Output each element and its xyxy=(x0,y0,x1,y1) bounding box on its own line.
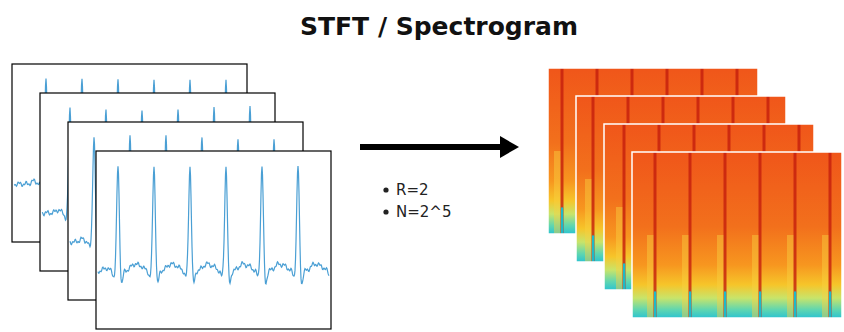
arrow-head xyxy=(500,136,519,158)
bullets xyxy=(383,187,388,214)
spectrogram-band xyxy=(689,152,692,318)
spectrogram-band xyxy=(616,207,623,290)
spectrogram-band xyxy=(682,235,689,318)
spectrogram-edge xyxy=(632,152,842,318)
spectrogram-stripes xyxy=(647,152,832,318)
spectrogram-band xyxy=(724,291,726,318)
spectrogram-band xyxy=(554,151,561,234)
spectrogram-band xyxy=(654,291,656,318)
spectrogram-band xyxy=(592,235,594,262)
spectrogram-band xyxy=(592,96,595,262)
spectrogram-band xyxy=(717,235,724,318)
spectrogram-band xyxy=(829,152,832,318)
arrow-shaft xyxy=(360,144,502,150)
spectrogram-band xyxy=(759,291,761,318)
spectrogram-band xyxy=(647,235,654,318)
parameter-label: N=2^5 xyxy=(396,203,451,221)
bullet-dot xyxy=(383,187,388,192)
spectrogram-band xyxy=(829,291,831,318)
spectrogram-image xyxy=(632,152,842,318)
spectrogram-band xyxy=(759,152,762,318)
spectrogram-band xyxy=(689,291,691,318)
ecg-trace xyxy=(98,166,329,284)
ecg-frame xyxy=(96,151,331,329)
spectrogram-band xyxy=(794,291,796,318)
spectrogram-band xyxy=(623,124,626,290)
spectrogram-band xyxy=(794,152,797,318)
frame-border xyxy=(96,151,331,329)
spectrogram-band xyxy=(654,152,657,318)
transform-arrow xyxy=(360,136,519,158)
spectrogram-band xyxy=(623,263,625,290)
spectrogram-band xyxy=(787,235,794,318)
spectrogram-stack xyxy=(548,68,842,318)
parameter-label: R=2 xyxy=(396,181,429,199)
spectrogram-band xyxy=(585,179,592,262)
spectrogram-band xyxy=(752,235,759,318)
spectrogram-band xyxy=(724,152,727,318)
spectrogram-band xyxy=(561,68,564,234)
spectrogram-band xyxy=(822,235,829,318)
diagram-title: STFT / Spectrogram xyxy=(0,12,844,41)
bullet-dot xyxy=(383,209,388,214)
spectrogram-band xyxy=(561,207,563,234)
ecg-stack xyxy=(12,64,331,329)
spectrogram xyxy=(632,152,842,318)
